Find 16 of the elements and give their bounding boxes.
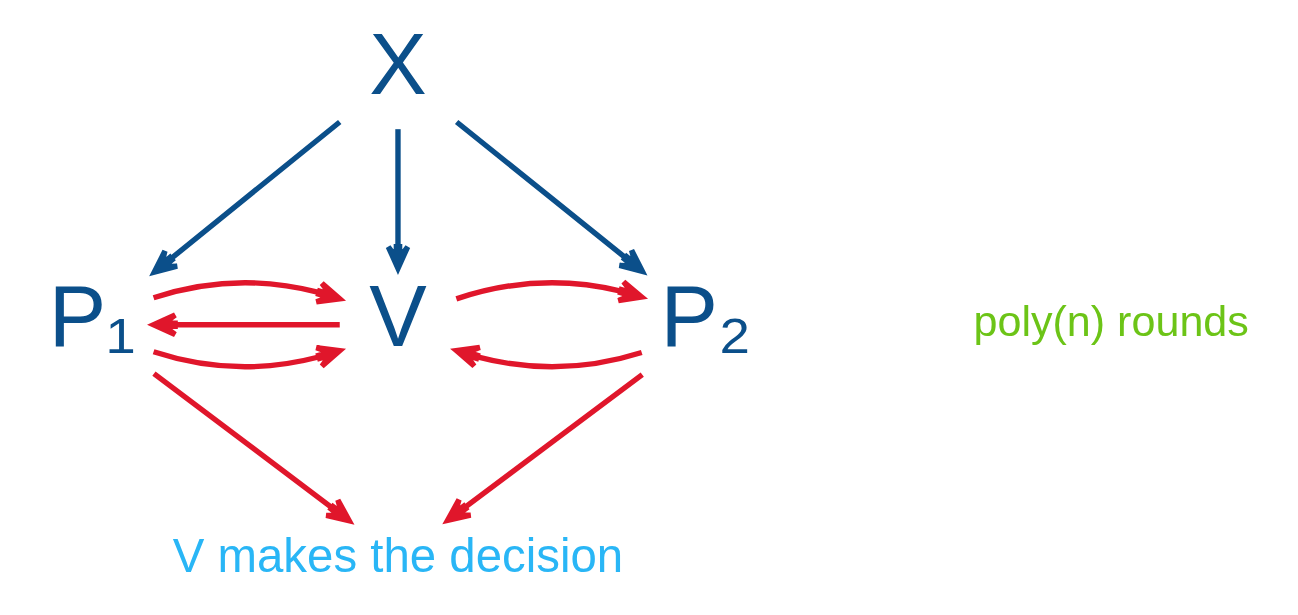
node-text: P₁ [48, 268, 136, 365]
node-text: V [369, 268, 427, 365]
arrow [152, 344, 343, 370]
arrow [455, 279, 645, 304]
node-text: V makes the decision [172, 528, 624, 582]
arrow [150, 312, 340, 338]
arrow [444, 372, 644, 524]
label: poly(n) rounds [973, 296, 1249, 345]
arrow [151, 119, 342, 275]
node-text: X [369, 16, 427, 113]
arrow [454, 119, 645, 274]
arrow [152, 280, 343, 305]
arrow [385, 129, 411, 272]
node-text: P₂ [660, 268, 752, 365]
arrow [152, 371, 352, 524]
arrow [453, 344, 643, 370]
